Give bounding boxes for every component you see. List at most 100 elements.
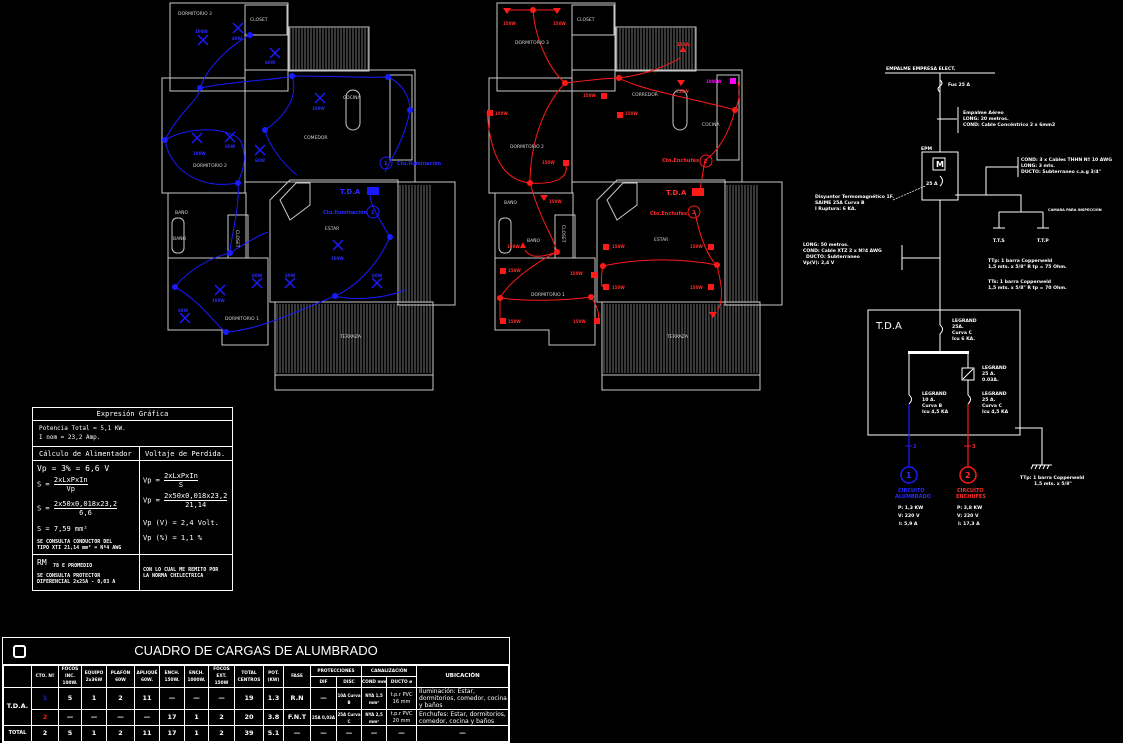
svg-text:COCINA: COCINA — [343, 95, 362, 101]
svg-text:150W: 150W — [503, 21, 516, 26]
protector-note: DIFERENCIAL 2x25A - 0,03 A — [37, 579, 116, 585]
svg-text:100W: 100W — [312, 106, 325, 111]
circuit-2-markers — [687, 154, 713, 219]
svg-text:LEGRAND: LEGRAND — [982, 391, 1007, 397]
svg-text:60W: 60W — [225, 144, 236, 149]
svg-text:V: 220 V: V: 220 V — [898, 513, 920, 519]
svg-text:60W: 60W — [178, 308, 189, 313]
panel-label: T.D.A — [666, 189, 687, 197]
svg-text:150W: 150W — [677, 42, 690, 47]
vp-value: Vp = 3% = 6,6 V — [37, 464, 110, 473]
table-title: CUADRO DE CARGAS DE ALUMBRADO — [134, 643, 378, 658]
svg-text:Curva B: Curva B — [922, 403, 943, 409]
svg-text:25 A.: 25 A. — [982, 397, 996, 403]
breaker-icon — [939, 175, 943, 187]
breaker-1-icon — [908, 394, 912, 405]
svg-text:TTp: 1 barra Copperweld: TTp: 1 barra Copperweld — [1020, 475, 1084, 481]
svg-text:CLOSET: CLOSET — [250, 17, 268, 23]
conductor-note: TIPO XTI 21,14 mm² = Nº4 AWG — [37, 545, 122, 551]
vp-volts: Vp (V) = 2,4 Volt. — [143, 519, 219, 527]
svg-text:BAÑO: BAÑO — [504, 199, 518, 206]
svg-text:Fus 25 A: Fus 25 A — [948, 82, 971, 88]
svg-text:T.T.S: T.T.S — [993, 238, 1005, 244]
svg-text:CLOSET: CLOSET — [577, 17, 595, 23]
svg-text:Disyuntor Termomagnético 1F.: Disyuntor Termomagnético 1F. — [815, 193, 894, 200]
svg-text:DORMITORIO 3: DORMITORIO 3 — [515, 40, 549, 46]
svg-text:LONG: 3 mts.: LONG: 3 mts. — [1021, 163, 1055, 169]
svg-text:ESTAR: ESTAR — [654, 237, 668, 243]
svg-text:25A.: 25A. — [952, 324, 964, 330]
svg-text:Curva C: Curva C — [952, 330, 973, 336]
svg-text:150W: 150W — [549, 199, 562, 204]
outlets-floor-plan: 2 2 Cto.Enchufes Cto.Enchufes T.D.A DORM… — [486, 2, 783, 391]
svg-text:DORMITORIO 1: DORMITORIO 1 — [531, 292, 565, 298]
svg-text:P: 1,3 KW: P: 1,3 KW — [898, 505, 923, 511]
svg-text:100W: 100W — [212, 298, 225, 303]
svg-text:BAÑO: BAÑO — [173, 235, 187, 242]
svg-text:Icu 4,5 KA: Icu 4,5 KA — [982, 409, 1009, 415]
svg-text:150W: 150W — [508, 319, 521, 324]
total-power: Potencia Total = 5,1 KW. — [39, 425, 126, 432]
panel-label: T.D.A — [340, 188, 361, 196]
svg-text:60W: 60W — [252, 273, 263, 278]
svg-text:DORMITORIO 3: DORMITORIO 3 — [178, 11, 212, 17]
svg-text:TTs: 1 barra Copperweld: TTs: 1 barra Copperweld — [988, 279, 1051, 285]
svg-text:CAMARA PARA INSPECCIÓN: CAMARA PARA INSPECCIÓN — [1048, 207, 1102, 212]
svg-text:DORMITORIO 2: DORMITORIO 2 — [193, 163, 227, 169]
svg-text:3: 3 — [972, 444, 976, 450]
rm-label: RM — [37, 558, 47, 567]
lighting-floor-plan: 1 1 Cto.Iluminación Cto.Iluminación T.D.… — [161, 2, 456, 391]
svg-text:COND: 3 x Cables THHN Nº 10 AW: COND: 3 x Cables THHN Nº 10 AWG — [1021, 157, 1112, 163]
circuit-2-marker — [959, 466, 977, 484]
svg-text:1: 1 — [906, 471, 912, 480]
svg-text:Icu 4,5 KA: Icu 4,5 KA — [922, 409, 949, 415]
svg-text:T.T.P: T.T.P — [1037, 238, 1049, 244]
supply-label: EMPALME EMPRESA ELECT. — [886, 66, 956, 72]
svg-text:LEGRAND: LEGRAND — [982, 365, 1007, 371]
lamp-x-icons — [179, 22, 383, 324]
svg-text:150W: 150W — [583, 93, 596, 98]
svg-text:DUCTO: Subterraneo c.a.g 3/4": DUCTO: Subterraneo c.a.g 3/4" — [1021, 169, 1101, 175]
lamp-watt-labels: 100W 60W 100W 60W 100W 60W 60W 100W 60W … — [178, 29, 383, 313]
vp-percent: Vp (%) = 1,1 % — [143, 534, 203, 542]
svg-text:150W: 150W — [690, 285, 703, 290]
svg-text:SAIME 25A Curva B: SAIME 25A Curva B — [815, 200, 865, 206]
svg-text:150W: 150W — [676, 89, 689, 94]
calculation-box: Expresión Gráfica Potencia Total = 5,1 K… — [32, 407, 233, 591]
terrace-hatch — [276, 28, 431, 373]
svg-text:1,5 mts. x 5/8": 1,5 mts. x 5/8" — [1034, 481, 1072, 487]
circuit-label: Cto.Enchufes — [662, 158, 699, 164]
svg-text:150W: 150W — [690, 244, 703, 249]
svg-text:DUCTO: Subterraneo: DUCTO: Subterraneo — [806, 254, 860, 260]
busbar — [908, 351, 969, 354]
svg-text:CLOSET: CLOSET — [560, 225, 566, 243]
svg-text:150W: 150W — [612, 285, 625, 290]
svg-text:BAÑO: BAÑO — [175, 209, 189, 216]
fuse-icon — [937, 79, 943, 93]
svg-text:60W: 60W — [232, 36, 243, 41]
svg-text:150W: 150W — [625, 111, 638, 116]
circuit-number: 2 — [704, 159, 708, 165]
protector-note: SE CONSULTA PROTECTOR — [37, 573, 101, 579]
svg-text:150W: 150W — [507, 244, 520, 249]
voltage-drop-head: Voltaje de Perdida. — [145, 450, 226, 458]
room-labels: DORMITORIO 3 CLOSET CORREDOR COCINA DORM… — [504, 17, 721, 340]
svg-text:Icu 6 KA.: Icu 6 KA. — [952, 336, 975, 342]
svg-text:10 A.: 10 A. — [922, 397, 936, 403]
section-result: S = 7,59 mm² — [37, 525, 88, 533]
svg-text:100W: 100W — [331, 256, 344, 261]
circuit-number: 1 — [384, 161, 388, 167]
lighting-wiring — [164, 34, 411, 333]
svg-text:60W: 60W — [255, 158, 266, 163]
outlet-icons — [487, 8, 736, 324]
svg-text:LEGRAND: LEGRAND — [922, 391, 947, 397]
svg-text:V: 220 V: V: 220 V — [957, 513, 979, 519]
calc-title: Expresión Gráfica — [96, 410, 169, 418]
